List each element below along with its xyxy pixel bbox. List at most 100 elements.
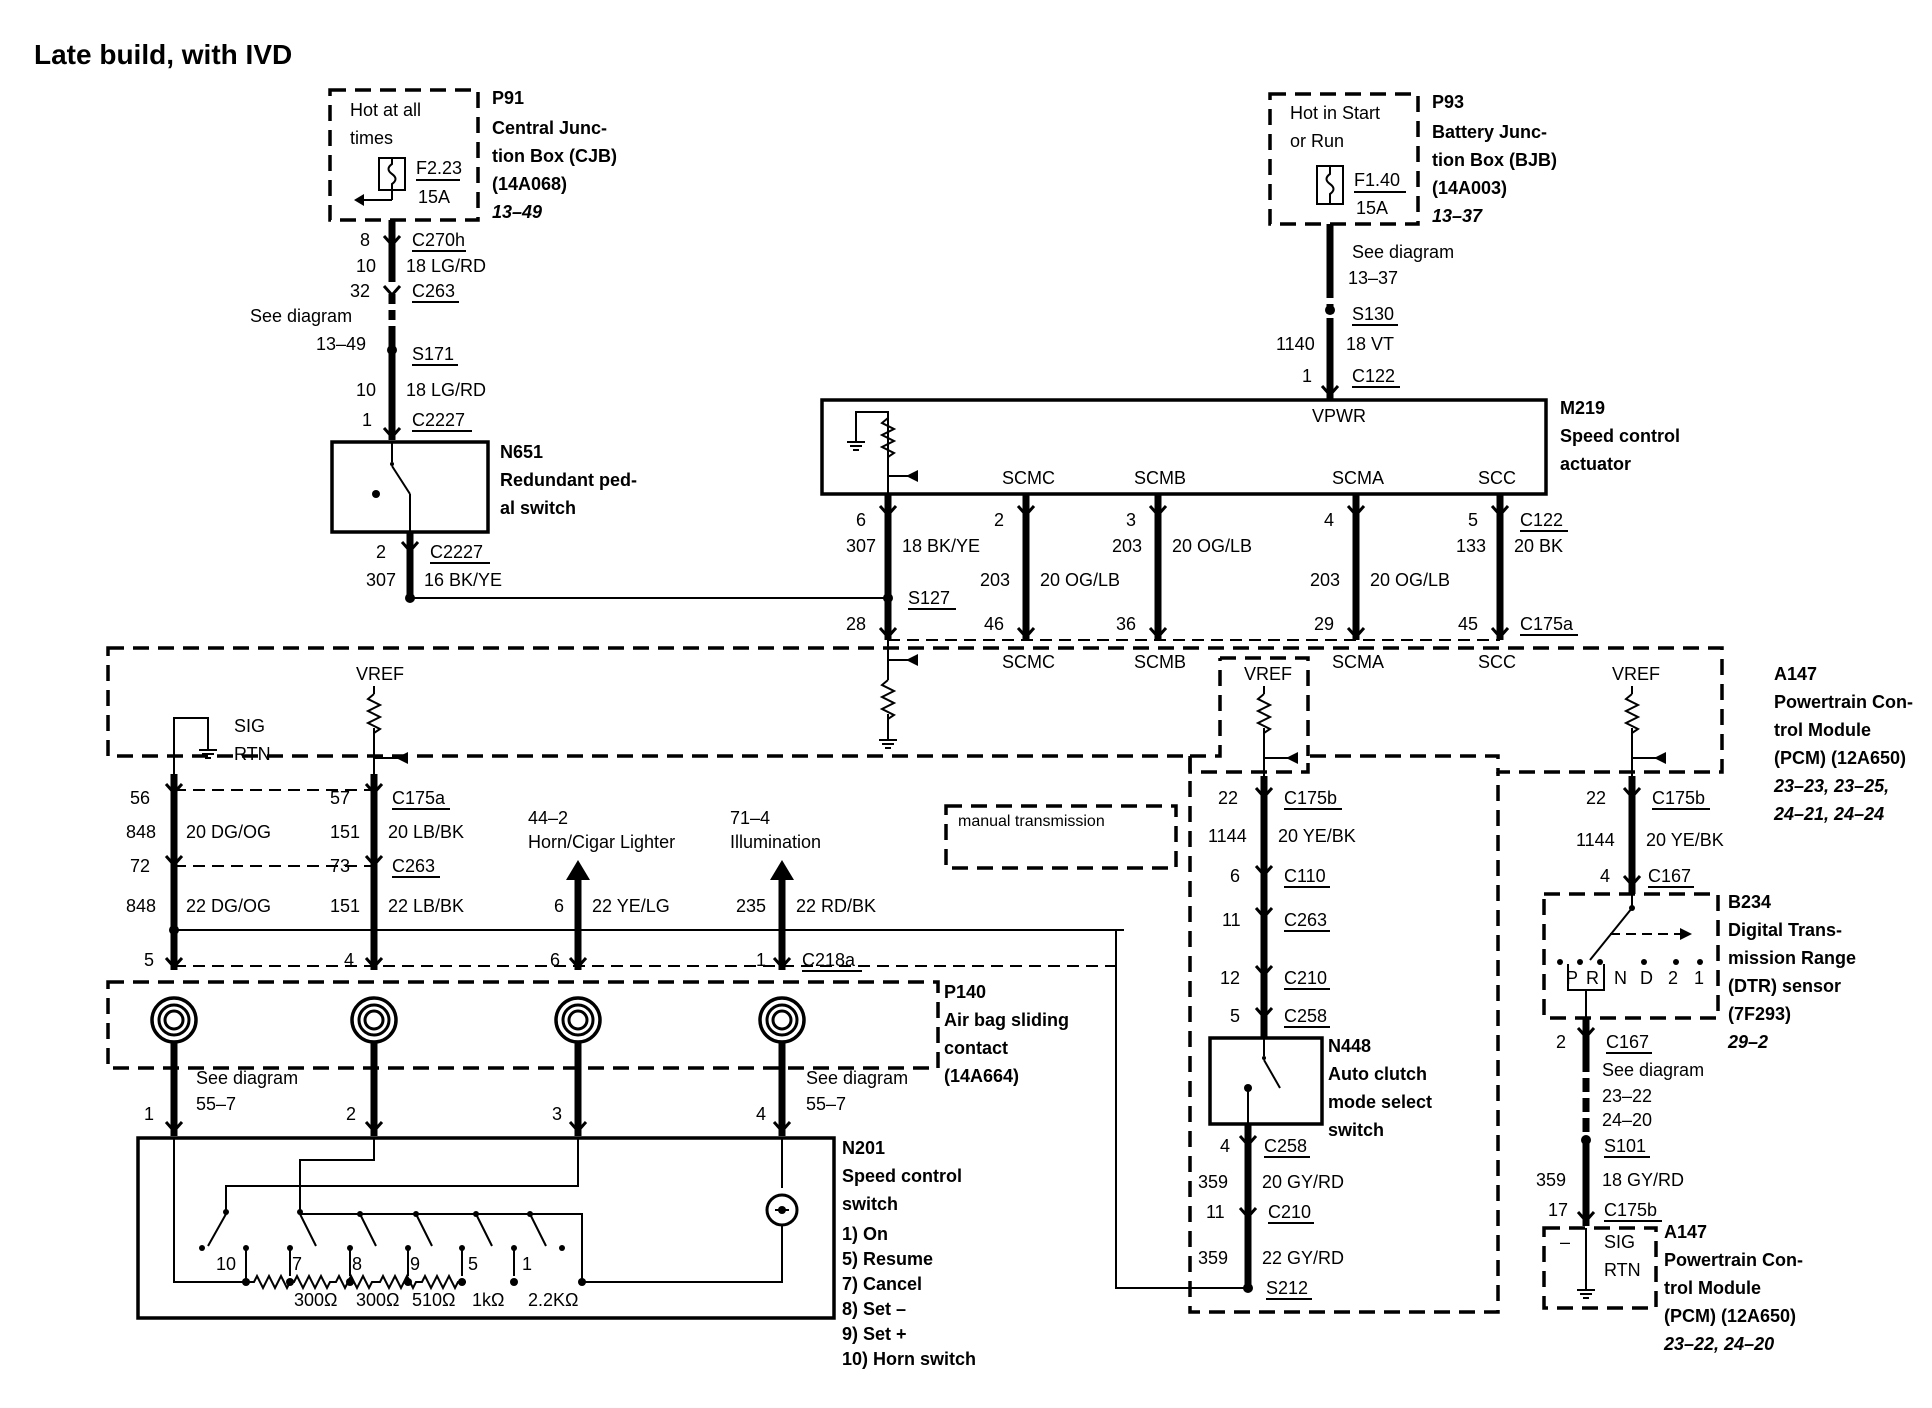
svg-text:6: 6 <box>856 510 866 530</box>
svg-text:10: 10 <box>216 1254 236 1274</box>
connector-c270h: C270h <box>412 230 465 250</box>
n651-id: N651 <box>500 442 543 462</box>
svg-text:RTN: RTN <box>1604 1260 1641 1280</box>
svg-text:2.2KΩ: 2.2KΩ <box>528 1290 578 1310</box>
connector-c167: C167 <box>1648 866 1691 886</box>
svg-text:5: 5 <box>1230 1006 1240 1026</box>
svg-text:Powertrain Con-: Powertrain Con- <box>1774 692 1913 712</box>
svg-text:(14A068): (14A068) <box>492 174 567 194</box>
clockspring-contact-icon <box>350 996 398 1044</box>
svg-text:1: 1 <box>756 950 766 970</box>
p140-air-bag-sliding-contact: P140 Air bag sliding contact (14A664) <box>106 980 1069 1086</box>
svg-text:SCC: SCC <box>1478 652 1516 672</box>
svg-text:20 LB/BK: 20 LB/BK <box>388 822 464 842</box>
svg-text:20 OG/LB: 20 OG/LB <box>1172 536 1252 556</box>
resistor-icon <box>879 679 897 720</box>
svg-text:55–7: 55–7 <box>806 1094 846 1114</box>
svg-text:trol Module: trol Module <box>1774 720 1871 740</box>
n448-id: N448 <box>1328 1036 1371 1056</box>
svg-text:SIG: SIG <box>234 716 265 736</box>
svg-text:See diagram: See diagram <box>1602 1060 1704 1080</box>
svg-text:C263: C263 <box>1284 910 1327 930</box>
switch-contact-icon <box>391 465 411 495</box>
splice-s212: S212 <box>1266 1278 1308 1298</box>
p93-battery-junction-box: Hot in Start or Run F1.40 15A P93 Batter… <box>1268 92 1557 226</box>
svg-text:4: 4 <box>756 1104 766 1124</box>
svg-text:203: 203 <box>1310 570 1340 590</box>
svg-text:1kΩ: 1kΩ <box>472 1290 504 1310</box>
svg-text:1144: 1144 <box>1208 826 1247 846</box>
resistor-icon <box>365 693 383 734</box>
svg-text:72: 72 <box>130 856 150 876</box>
svg-text:Digital Trans-: Digital Trans- <box>1728 920 1842 940</box>
svg-text:848: 848 <box>126 896 156 916</box>
svg-text:20 OG/LB: 20 OG/LB <box>1370 570 1450 590</box>
svg-text:6: 6 <box>550 950 560 970</box>
illumination-circuit: 71–4 Illumination 235 22 RD/BK 1 C218a <box>730 808 876 972</box>
svg-text:See diagram: See diagram <box>1352 242 1454 262</box>
svg-text:(14A664): (14A664) <box>944 1066 1019 1086</box>
svg-text:VREF: VREF <box>1244 664 1292 684</box>
splice-s127: S127 <box>908 588 950 608</box>
svg-text:2: 2 <box>1556 1032 1566 1052</box>
svg-text:Speed control: Speed control <box>842 1166 962 1186</box>
a147-id: A147 <box>1774 664 1817 684</box>
svg-text:SCMC: SCMC <box>1002 468 1055 488</box>
svg-text:Powertrain Con-: Powertrain Con- <box>1664 1250 1803 1270</box>
svg-text:2: 2 <box>346 1104 356 1124</box>
svg-text:151: 151 <box>330 896 360 916</box>
svg-text:Battery Junc-: Battery Junc- <box>1432 122 1547 142</box>
svg-text:20 DG/OG: 20 DG/OG <box>186 822 271 842</box>
connector-c175a-top: C175a <box>1520 614 1574 634</box>
diagram-title: Late build, with IVD <box>34 39 292 70</box>
svg-text:23–22: 23–22 <box>1602 1086 1652 1106</box>
svg-text:71–4: 71–4 <box>730 808 770 828</box>
svg-text:10) Horn switch: 10) Horn switch <box>842 1349 976 1369</box>
svg-text:7) Cancel: 7) Cancel <box>842 1274 922 1294</box>
svg-text:4: 4 <box>1324 510 1334 530</box>
switch-contacts: 10 7 8 9 5 1 <box>199 1209 565 1282</box>
svg-text:300Ω: 300Ω <box>294 1290 338 1310</box>
svg-text:359: 359 <box>1536 1170 1566 1190</box>
svg-text:18 VT: 18 VT <box>1346 334 1394 354</box>
svg-text:C258: C258 <box>1264 1136 1307 1156</box>
fuse-icon <box>1316 165 1344 205</box>
svg-text:SCMB: SCMB <box>1134 468 1186 488</box>
splice-s171: S171 <box>412 344 454 364</box>
svg-text:7: 7 <box>292 1254 302 1274</box>
connector-c175b-mid: C175b <box>1284 788 1337 808</box>
right-wiring-top: 22 C175b 1144 20 YE/BK 4 C167 <box>1576 776 1724 894</box>
n651-wire: 2 C2227 307 16 BK/YE <box>366 532 888 603</box>
svg-text:22 RD/BK: 22 RD/BK <box>796 896 876 916</box>
svg-text:510Ω: 510Ω <box>412 1290 456 1310</box>
svg-text:C2227: C2227 <box>430 542 483 562</box>
svg-text:307: 307 <box>846 536 876 556</box>
svg-text:or Run: or Run <box>1290 131 1344 151</box>
svg-text:C263: C263 <box>392 856 435 876</box>
m219-output-wires: 6 2 3 4 5 C122 307 18 BK/YE 203 20 OG/LB… <box>846 494 1578 641</box>
n201-id: N201 <box>842 1138 885 1158</box>
svg-text:(DTR) sensor: (DTR) sensor <box>1728 976 1841 996</box>
connector-c122-bottom: C122 <box>1520 510 1563 530</box>
p93-id: P93 <box>1432 92 1464 112</box>
svg-text:Auto clutch: Auto clutch <box>1328 1064 1427 1084</box>
svg-text:16 BK/YE: 16 BK/YE <box>424 570 502 590</box>
arrow-icon <box>354 194 364 206</box>
m219-id: M219 <box>1560 398 1605 418</box>
connector-c258: C258 <box>1284 1006 1327 1026</box>
connector-c2227: C2227 <box>412 410 465 430</box>
svg-text:1: 1 <box>144 1104 154 1124</box>
svg-text:8: 8 <box>360 230 370 250</box>
svg-text:SCMC: SCMC <box>1002 652 1055 672</box>
svg-text:20 GY/RD: 20 GY/RD <box>1262 1172 1344 1192</box>
svg-text:300Ω: 300Ω <box>356 1290 400 1310</box>
svg-text:13–49: 13–49 <box>492 202 542 222</box>
svg-text:times: times <box>350 128 393 148</box>
svg-text:4: 4 <box>344 950 354 970</box>
svg-text:20 YE/BK: 20 YE/BK <box>1278 826 1356 846</box>
arrow-up-icon <box>770 860 794 880</box>
svg-text:C167: C167 <box>1606 1032 1649 1052</box>
n448-auto-clutch-mode-select-switch: N448 Auto clutch mode select switch <box>1208 1036 1432 1140</box>
svg-text:See diagram: See diagram <box>806 1068 908 1088</box>
resistor-ladder: 300Ω 300Ω 510Ω 1kΩ 2.2KΩ <box>242 1273 586 1310</box>
